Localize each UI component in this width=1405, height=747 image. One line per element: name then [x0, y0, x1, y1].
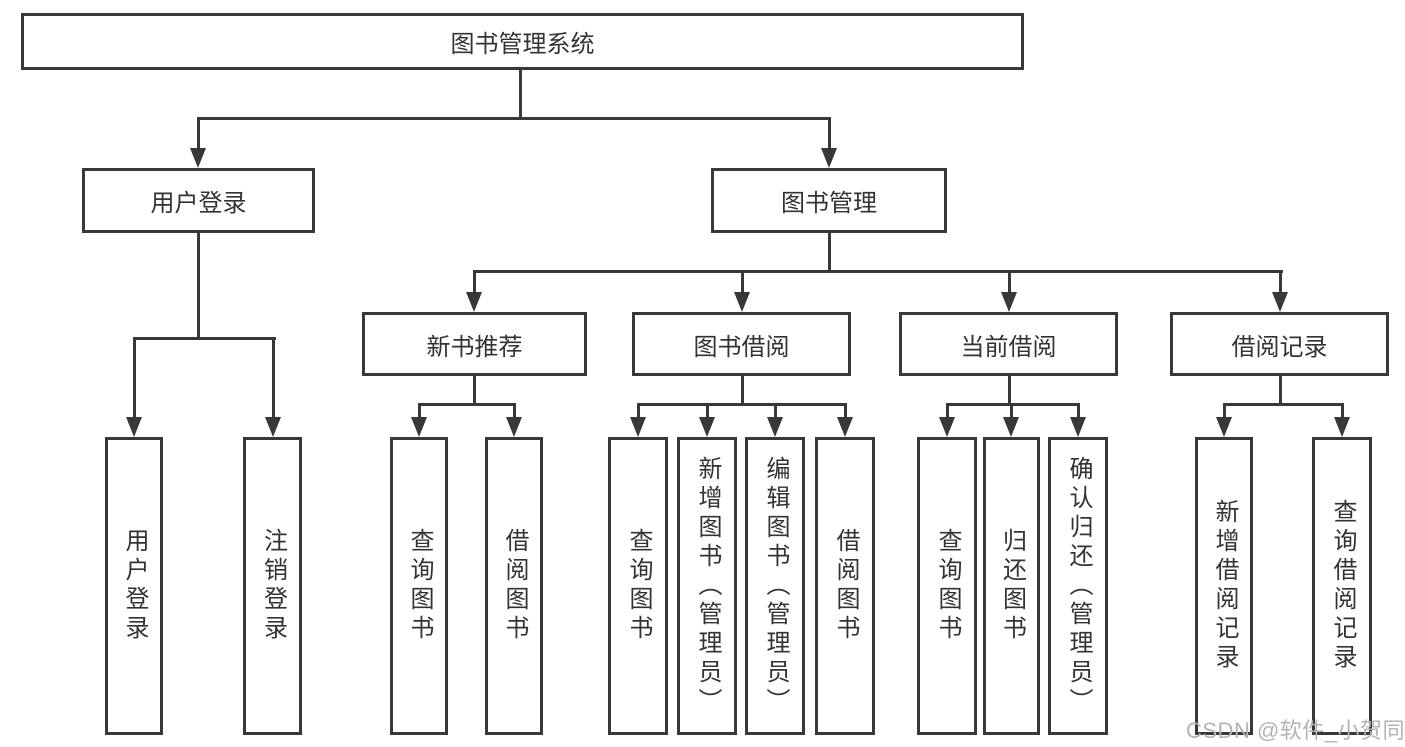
node-label: 当前借阅: [960, 333, 1057, 361]
connector-shaft: [945, 403, 949, 419]
arrow-down-icon: [506, 417, 522, 437]
leaf-label: 确认归还（管理员）: [1065, 455, 1092, 717]
node-book-borrow: 图书借阅: [632, 312, 851, 376]
arrow-down-icon: [734, 292, 750, 312]
node-label: 新书推荐: [426, 333, 523, 361]
connector-shaft: [1076, 403, 1080, 419]
connector-shaft: [773, 403, 777, 419]
leaf-br-add-record: 新增借阅记录: [1195, 437, 1253, 735]
arrow-down-icon: [821, 148, 837, 168]
node-user-login: 用户登录: [82, 168, 315, 233]
node-label: 图书管理系统: [450, 31, 595, 58]
leaf-label: 查询图书: [934, 528, 961, 644]
connector-level3-rail: [472, 270, 1283, 273]
leaf-bb-query-books: 查询图书: [608, 437, 668, 735]
connector-shaft: [1278, 270, 1282, 294]
leaf-label: 查询借阅记录: [1329, 499, 1356, 673]
connector-group-rail: [417, 403, 516, 406]
connector-shaft: [417, 403, 421, 419]
connector-shaft: [843, 403, 847, 419]
arrow-down-icon: [190, 148, 206, 168]
arrow-down-icon: [126, 417, 142, 437]
leaf-label: 查询图书: [406, 528, 433, 644]
leaf-label: 借阅图书: [832, 528, 859, 644]
arrow-down-icon: [1216, 417, 1232, 437]
connector-shaft: [827, 117, 831, 150]
leaf-nb-borrow-books: 借阅图书: [485, 437, 543, 735]
node-library-system: 图书管理系统: [21, 13, 1024, 70]
node-label: 用户登录: [150, 190, 247, 217]
connector-shaft: [1009, 403, 1013, 419]
arrow-down-icon: [837, 417, 853, 437]
leaf-cb-query-books: 查询图书: [917, 437, 977, 735]
connector-shaft: [196, 117, 200, 150]
connector-shaft: [705, 403, 709, 419]
connector-root-stub: [518, 70, 522, 120]
arrow-down-icon: [1003, 417, 1019, 437]
leaf-user-login: 用户登录: [105, 437, 163, 735]
connector-userlogin-stub: [196, 233, 200, 340]
connector-shaft: [512, 403, 516, 419]
connector-shaft: [636, 403, 640, 419]
arrow-down-icon: [699, 417, 715, 437]
connector-group-rail: [636, 403, 847, 406]
leaf-label: 借阅图书: [501, 528, 528, 644]
arrow-down-icon: [767, 417, 783, 437]
connector-stub: [1007, 376, 1011, 406]
leaf-cb-return-books: 归还图书: [983, 437, 1040, 735]
leaf-label: 编辑图书（管理员）: [762, 455, 789, 717]
leaf-bb-add-book-admin: 新增图书（管理员）: [677, 437, 737, 735]
connector-group-rail: [1222, 403, 1344, 406]
connector-shaft: [1007, 270, 1011, 294]
connector-shaft: [472, 270, 476, 294]
leaf-logout: 注销登录: [243, 437, 302, 735]
leaf-label: 新增图书（管理员）: [694, 455, 721, 717]
leaf-bb-edit-book-admin: 编辑图书（管理员）: [745, 437, 805, 735]
connector-stub: [740, 376, 744, 406]
arrow-down-icon: [630, 417, 646, 437]
leaf-br-query-record: 查询借阅记录: [1312, 437, 1372, 735]
leaf-nb-query-books: 查询图书: [390, 437, 448, 735]
connector-bookmgmt-stub: [827, 233, 831, 273]
connector-stub: [1278, 376, 1282, 406]
arrow-down-icon: [1070, 417, 1086, 437]
node-current-borrow: 当前借阅: [899, 312, 1118, 376]
connector-shaft: [1222, 403, 1226, 419]
leaf-cb-confirm-return-admin: 确认归还（管理员）: [1048, 437, 1108, 735]
connector-shaft: [271, 337, 275, 419]
connector-group-rail: [132, 337, 276, 340]
node-label: 图书借阅: [693, 333, 790, 361]
arrow-down-icon: [1272, 292, 1288, 312]
arrow-down-icon: [265, 417, 281, 437]
connector-shaft: [740, 270, 744, 294]
connector-shaft: [132, 337, 136, 419]
arrow-down-icon: [411, 417, 427, 437]
leaf-label: 注销登录: [259, 528, 287, 644]
connector-group-rail: [945, 403, 1080, 406]
leaf-label: 新增借阅记录: [1211, 499, 1238, 673]
node-label: 借阅记录: [1231, 333, 1328, 361]
connector-shaft: [1340, 403, 1344, 419]
node-book-management: 图书管理: [711, 168, 947, 233]
node-borrow-records: 借阅记录: [1170, 312, 1389, 376]
arrow-down-icon: [466, 292, 482, 312]
leaf-bb-borrow-books: 借阅图书: [815, 437, 875, 735]
node-new-book-recommend: 新书推荐: [362, 312, 587, 376]
arrow-down-icon: [939, 417, 955, 437]
arrow-down-icon: [1334, 417, 1350, 437]
connector-stub: [472, 376, 476, 406]
leaf-label: 归还图书: [998, 528, 1026, 644]
watermark-text: CSDN @软件_小贺同学: [1186, 718, 1405, 743]
arrow-down-icon: [1001, 292, 1017, 312]
connector-level2-rail: [196, 117, 831, 120]
leaf-label: 查询图书: [625, 528, 652, 644]
node-label: 图书管理: [781, 190, 877, 217]
leaf-label: 用户登录: [121, 528, 148, 644]
